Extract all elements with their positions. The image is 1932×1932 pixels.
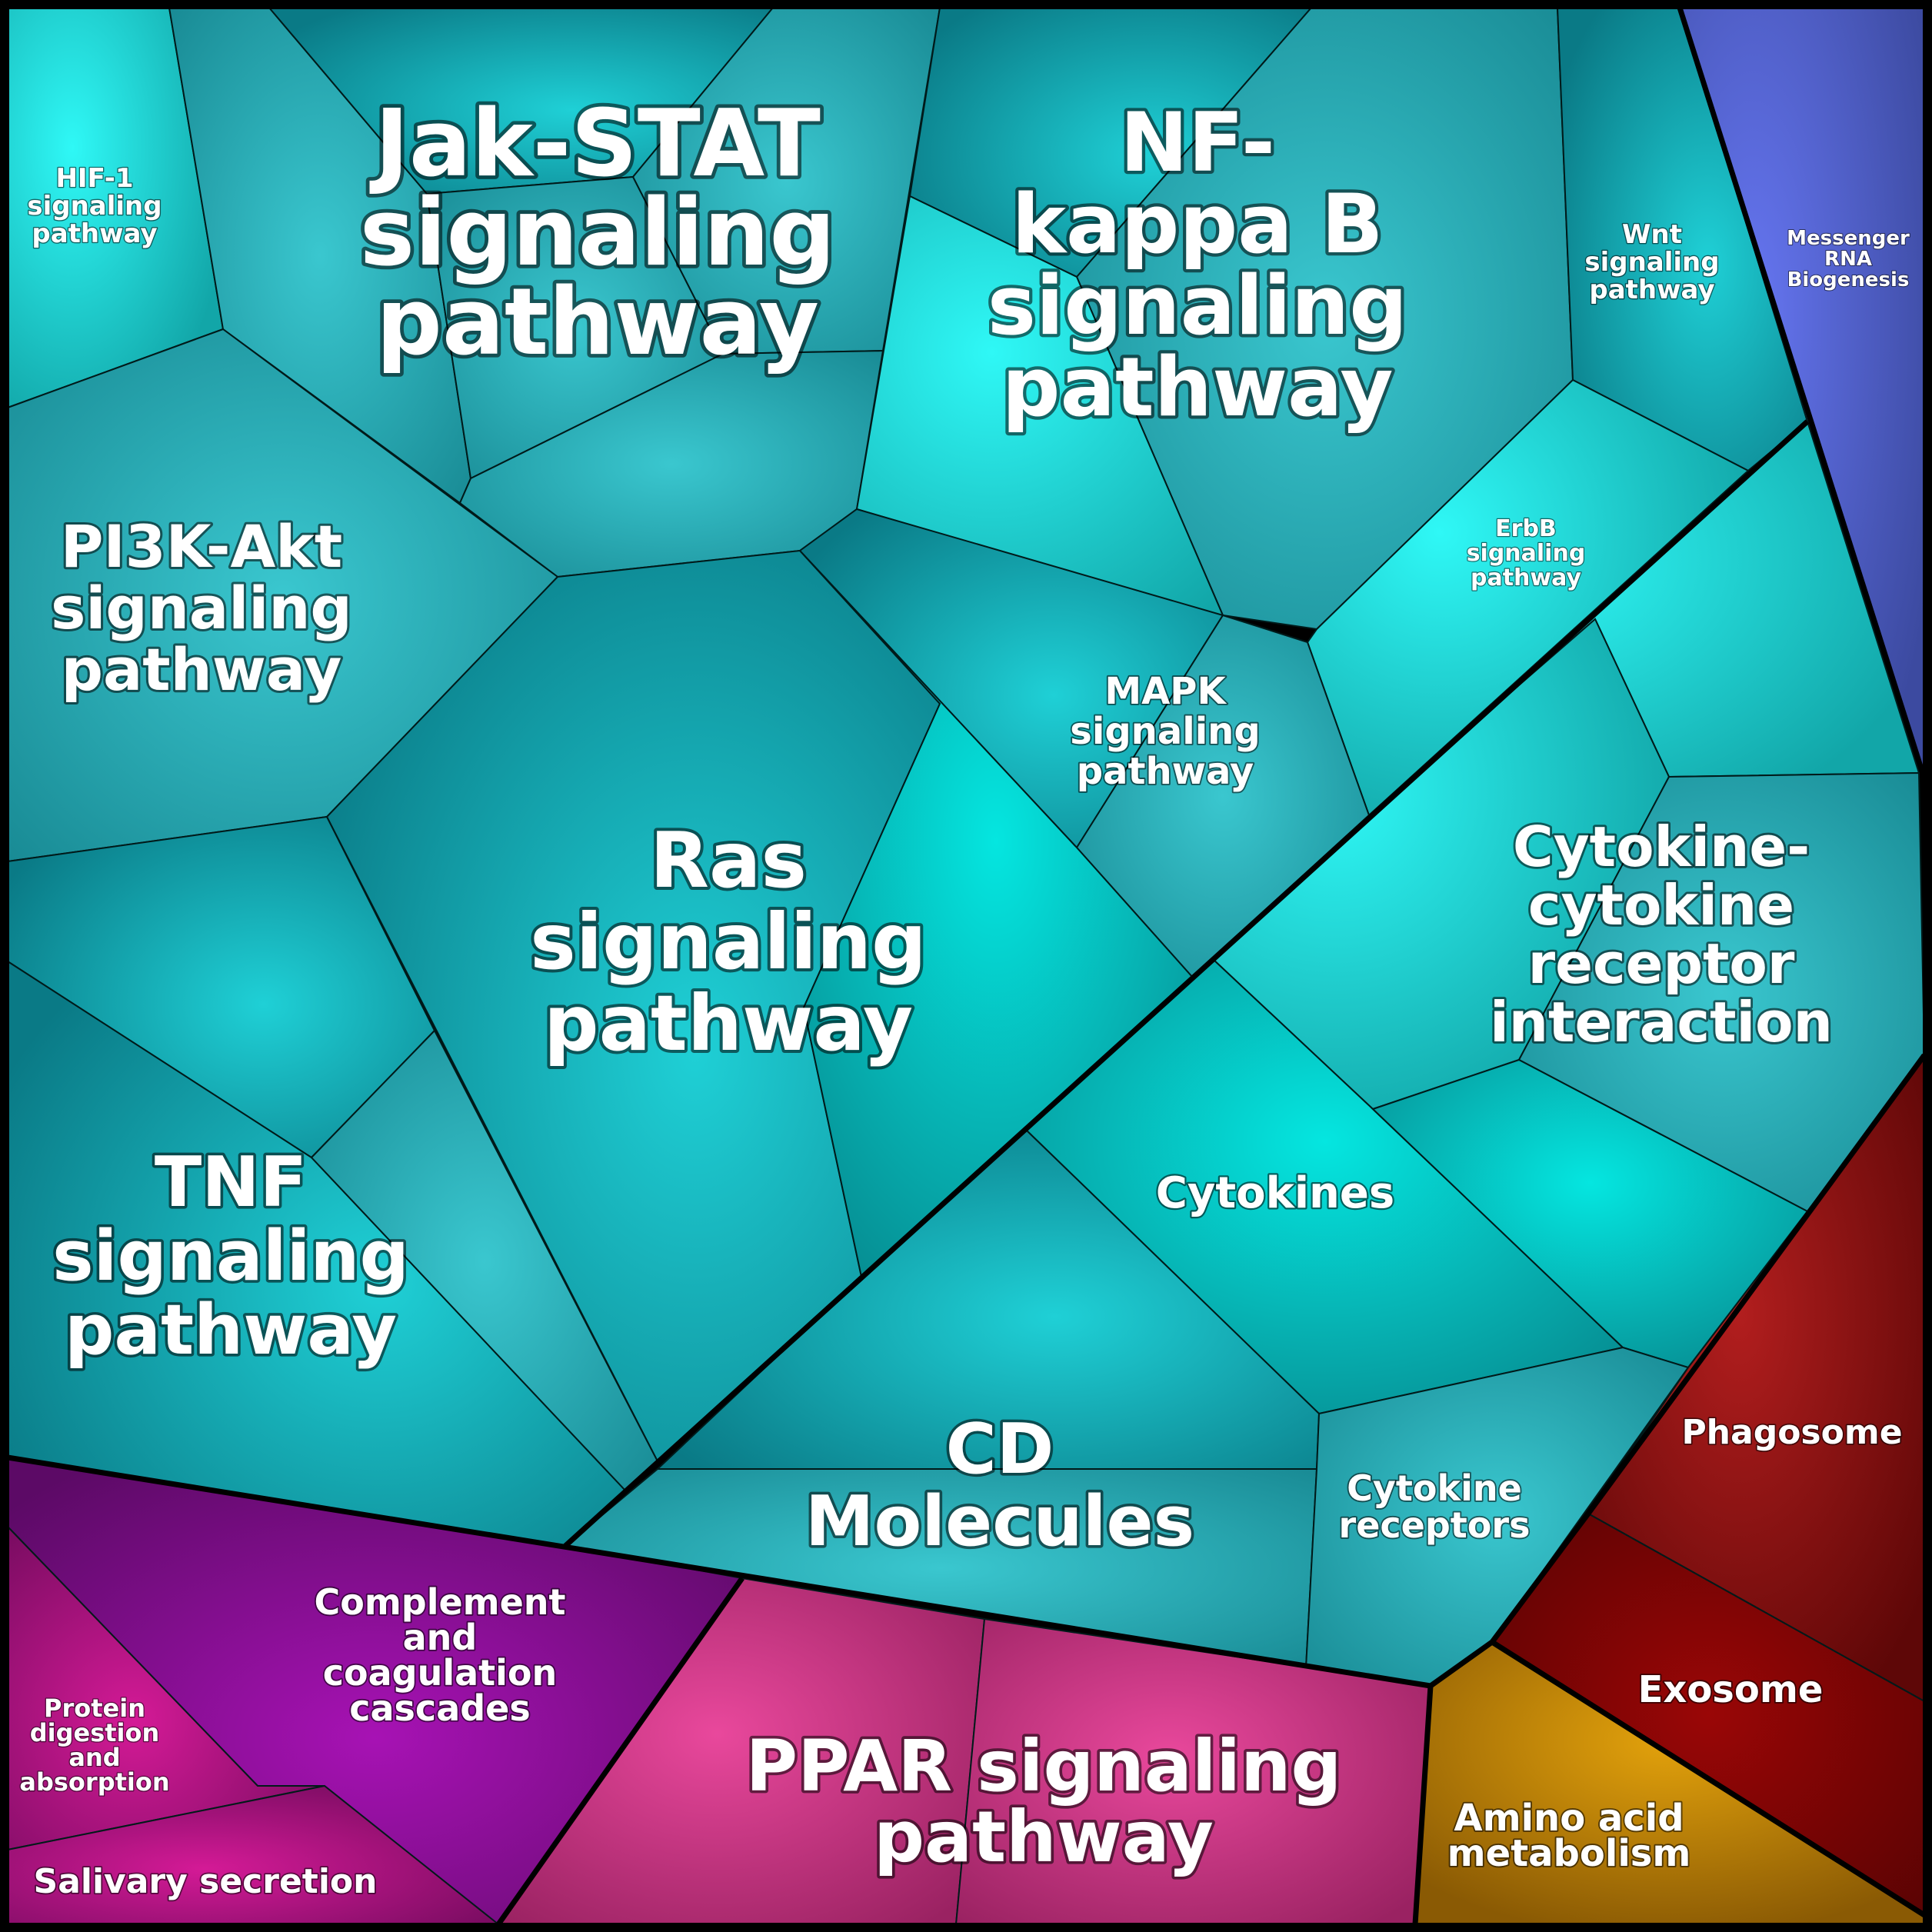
label-cd-line: CD [946,1409,1054,1490]
label-mapk-line: MAPK [1104,670,1227,713]
label-complement-line: cascades [349,1687,531,1729]
label-phago-line: Phagosome [1681,1413,1902,1452]
label-tnf-line: pathway [65,1290,397,1371]
label-cytorec-line: receptors [1339,1504,1531,1546]
label-tnf-line: signaling [52,1216,409,1297]
label-complement-line: coagulation [323,1652,558,1694]
label-hif1-line: signaling [27,191,162,222]
label-exosome: Exosome [1638,1668,1824,1711]
label-ccri-line: cytokine [1528,873,1794,938]
label-ccri-line: receptor [1528,931,1795,996]
label-cytokines: Cytokines [1156,1168,1394,1218]
label-wnt-line: Wnt [1622,219,1682,250]
label-salivary-line: Salivary secretion [34,1862,378,1901]
label-hif1-line: HIF-1 [55,163,133,194]
label-nfkb-line: kappa B [1011,177,1383,271]
label-ccri-line: Cytokine- [1513,814,1810,879]
label-complement-line: and [403,1617,478,1658]
label-jakstat-line: Jak-STAT [369,91,821,198]
label-wnt-line: signaling [1584,247,1719,278]
label-pi3k-line: signaling [51,574,352,642]
group-border-diag [563,419,1810,1548]
label-complement-line: Complement [314,1581,565,1623]
label-erbb-line: ErbB [1495,515,1557,542]
label-pi3k-line: PI3K-Akt [61,512,342,581]
label-cytorec-line: Cytokine [1347,1467,1522,1509]
label-mapk-line: signaling [1070,710,1260,753]
label-mrna-line: RNA [1824,248,1872,271]
label-protein-line: Protein [44,1694,145,1723]
label-amino-line: Amino acid [1454,1797,1684,1840]
label-pi3k-line: pathway [62,635,342,704]
label-ras-line: signaling [530,897,926,987]
label-jakstat-line: pathway [376,269,819,376]
label-protein-line: and [68,1743,120,1772]
label-nfkb-line: signaling [988,258,1407,353]
label-protein-line: absorption [19,1767,169,1797]
label-tnf-line: TNF [155,1142,307,1223]
label-ppar-line: PPAR signaling [746,1725,1342,1807]
label-cytokines-line: Cytokines [1156,1168,1394,1218]
label-mrna-line: Messenger [1787,227,1910,250]
label-nfkb-line: NF- [1120,95,1275,190]
label-protein-line: digestion [30,1718,160,1747]
label-jakstat-line: signaling [360,180,835,287]
label-nfkb-line: pathway [1002,340,1394,435]
label-mrna-line: Biogenesis [1787,268,1910,291]
label-erbb-line: signaling [1467,540,1586,567]
label-cd-line: Molecules [805,1481,1194,1562]
label-mapk-line: pathway [1077,750,1254,793]
label-wnt-line: pathway [1589,275,1714,305]
group-border-mrna [1677,6,1927,780]
label-ppar-line: pathway [874,1796,1214,1878]
label-salivary: Salivary secretion [34,1862,378,1901]
label-hif1-line: pathway [32,218,157,249]
label-amino-line: metabolism [1447,1832,1691,1875]
label-ccri-line: interaction [1490,990,1833,1054]
group-border-top [7,1454,1431,1689]
group-border-purple [496,1576,744,1927]
label-exosome-line: Exosome [1638,1668,1824,1711]
label-ras-line: pathway [544,978,913,1068]
label-phago: Phagosome [1681,1413,1902,1452]
label-ras-line: Ras [650,815,807,905]
group-border-exosome [1491,1640,1926,1917]
label-erbb-line: pathway [1471,565,1581,591]
